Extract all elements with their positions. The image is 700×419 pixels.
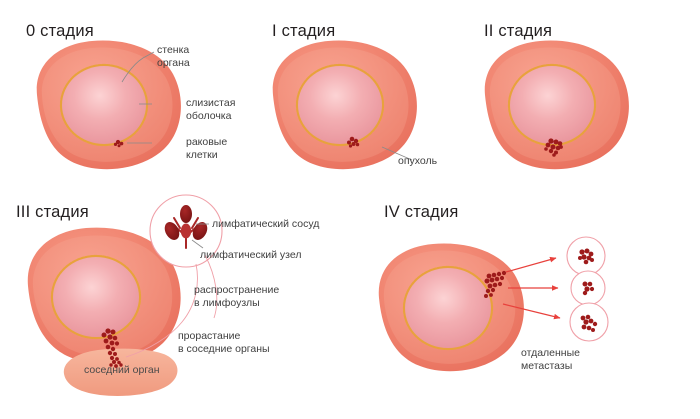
tumor-invasion-chain-3 (101, 328, 123, 368)
tumor-breakthrough-4 (484, 270, 507, 298)
neighbor-organ-shape (63, 348, 178, 396)
stage-2-organ (484, 40, 629, 170)
stage-1-leaders (381, 146, 413, 161)
tumor-cluster-2 (544, 138, 563, 157)
label-lymphatic-vessel: лимфатический сосуд (212, 218, 320, 230)
label-cancer-cells-line1: раковые (186, 136, 228, 148)
stage-4-title: IV стадия (384, 203, 459, 221)
cancer-cells-cluster-0 (113, 139, 124, 148)
label-cancer-cells-line2: клетки (186, 149, 218, 161)
label-invasion-line2: в соседние органы (178, 343, 270, 355)
stage-0-title: 0 стадия (26, 22, 94, 40)
metastasis-arrows (502, 256, 561, 320)
lymph-node-magnifier (149, 194, 223, 268)
stage-3-leaders (191, 223, 209, 249)
tumor-cluster-1 (347, 136, 360, 148)
label-mucosa-line1: слизистая (186, 97, 236, 109)
label-metastases-line1: отдаленные (521, 347, 580, 359)
stage-0-organ (36, 40, 181, 170)
label-spread-line2: в лимфоузлы (194, 297, 260, 309)
label-invasion-line1: прорастание (178, 330, 241, 342)
label-neighbor-organ: соседний орган (84, 364, 160, 376)
stage-1-organ (272, 40, 417, 170)
label-organ-wall-line1: стенка (157, 44, 190, 56)
stage-1-title: I стадия (272, 22, 336, 40)
label-tumor: опухоль (398, 155, 438, 167)
stage-3-organ (27, 227, 181, 364)
label-spread-line1: распространение (194, 284, 280, 296)
label-mucosa-line2: оболочка (186, 110, 232, 122)
label-lymph-node: лимфатический узел (200, 249, 302, 261)
label-metastases-line2: метастазы (521, 360, 573, 372)
stage-2-title: II стадия (484, 22, 553, 40)
stage-3-title: III стадия (16, 203, 89, 221)
stage-3-pink-leaders (125, 254, 218, 358)
metastasis-circles (566, 236, 609, 342)
label-organ-wall-line2: органа (157, 57, 190, 69)
stage-4-organ (378, 243, 524, 372)
stage-0-leaders (121, 51, 155, 144)
